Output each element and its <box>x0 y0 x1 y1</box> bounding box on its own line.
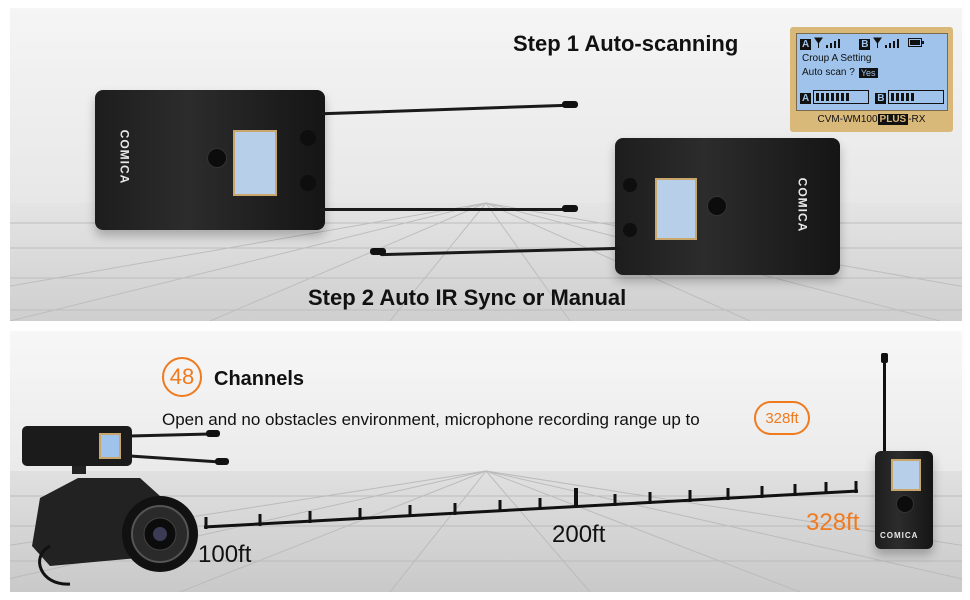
signal-icon <box>814 37 846 51</box>
receiver-device-right: COMICA <box>615 138 840 275</box>
lcd-screen: A B Croup A Setting Auto scan ? Yes A <box>796 33 948 111</box>
model-prefix: CVM-WM100 <box>817 114 878 125</box>
lcd-channel-b: B <box>859 38 871 50</box>
range-badge-text: 328ft <box>765 409 799 427</box>
step2-title: Step 2 Auto IR Sync or Manual <box>308 285 627 310</box>
channels-badge: 48 <box>162 357 202 397</box>
lcd-channel-a: A <box>800 38 812 50</box>
camera-with-receiver-illustration <box>22 426 229 586</box>
step1-title: Step 1 Auto-scanning <box>513 31 739 56</box>
signal-icon <box>873 37 905 51</box>
range-panel: 48 Channels Open and no obstacles enviro… <box>10 331 962 592</box>
audio-meter-b <box>888 90 945 107</box>
distance-ruler <box>203 481 859 529</box>
battery-icon <box>908 38 925 50</box>
antenna-tip <box>562 101 578 108</box>
transmitter-device: COMICA <box>875 451 933 549</box>
antenna <box>320 208 570 211</box>
ruler-label-mid: 200ft <box>552 521 606 548</box>
lcd-line2-row: Auto scan ? Yes <box>802 67 878 78</box>
lcd-closeup: A B Croup A Setting Auto scan ? Yes A <box>790 27 953 132</box>
device-brand-label: COMICA <box>795 177 810 233</box>
ruler-label-start: 100ft <box>198 541 252 568</box>
lcd-line2: Auto scan ? <box>802 67 855 78</box>
lcd-meter-b-label: B <box>875 93 887 104</box>
device-knob-a <box>623 178 637 192</box>
device-knob-b <box>300 175 316 191</box>
channels-label: Channels <box>214 368 305 390</box>
lcd-status-row: A B <box>800 37 925 51</box>
antenna-tip <box>562 205 578 212</box>
transmitter-antenna <box>883 356 886 451</box>
device-lcd-screen <box>655 178 697 240</box>
step-panel: COMICA COMICA Step 1 Auto-scanning Step … <box>10 8 962 321</box>
range-description: Open and no obstacles environment, micro… <box>162 410 700 429</box>
device-lcd-screen <box>891 459 921 491</box>
device-brand-label: COMICA <box>117 129 132 185</box>
lcd-meter-row: A B <box>800 90 945 107</box>
device-dial <box>707 196 727 216</box>
lcd-meter-a-label: A <box>800 93 812 104</box>
antenna-tip <box>370 248 386 255</box>
device-dial <box>896 495 914 513</box>
receiver-device-left: COMICA <box>95 90 325 230</box>
model-suffix: -RX <box>908 114 926 125</box>
ruler-label-end: 328ft <box>806 509 860 536</box>
device-knob-a <box>300 130 316 146</box>
lcd-line1: Croup A Setting <box>802 53 872 64</box>
lcd-yes-badge: Yes <box>858 67 878 78</box>
device-knob-b <box>623 223 637 237</box>
model-plus-badge: PLUS <box>877 114 909 125</box>
range-badge: 328ft <box>754 401 810 435</box>
device-lcd-screen <box>233 130 277 196</box>
channels-number: 48 <box>169 364 195 389</box>
antenna-tip <box>881 353 888 363</box>
device-dial <box>207 148 227 168</box>
audio-meter-a <box>813 90 870 107</box>
device-brand-label: COMICA <box>880 531 919 540</box>
